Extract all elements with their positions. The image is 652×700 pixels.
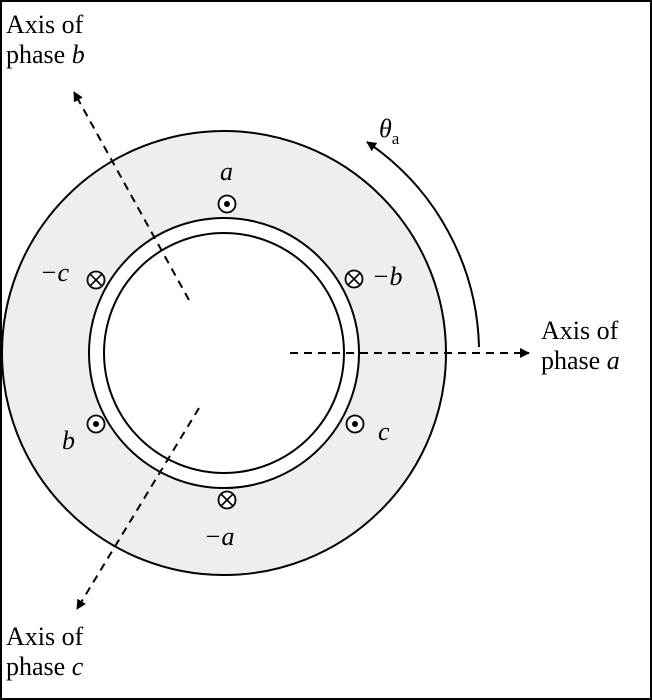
axis-phase-b-label: Axis of phase b (6, 10, 85, 69)
conductor-c-label: c (378, 417, 390, 446)
conductor-a-label: a (220, 157, 233, 186)
conductor-minus-c-cross (86, 270, 106, 290)
conductor-minus-a-cross (217, 490, 237, 510)
axis-phase-c-label: Axis of phase c (6, 622, 84, 681)
conductor-a-dot (217, 194, 237, 214)
axis-phase-b-line (73, 91, 190, 301)
conductor-b-dot (86, 414, 106, 434)
axis-phase-a-label: Axis of phase a (541, 316, 620, 375)
axis-phase-c-line (76, 407, 200, 610)
conductor-minus-b-cross (344, 269, 364, 289)
conductor-minus-b-label: −b (372, 262, 403, 291)
theta-a-arc-arrow (366, 141, 480, 348)
conductor-minus-c-label: −c (40, 258, 70, 287)
conductor-minus-a-label: −a (204, 522, 235, 551)
conductor-b-label: b (62, 426, 75, 455)
rotor (103, 232, 345, 474)
theta-a-label: θa (379, 114, 400, 148)
conductor-c-dot (345, 414, 365, 434)
